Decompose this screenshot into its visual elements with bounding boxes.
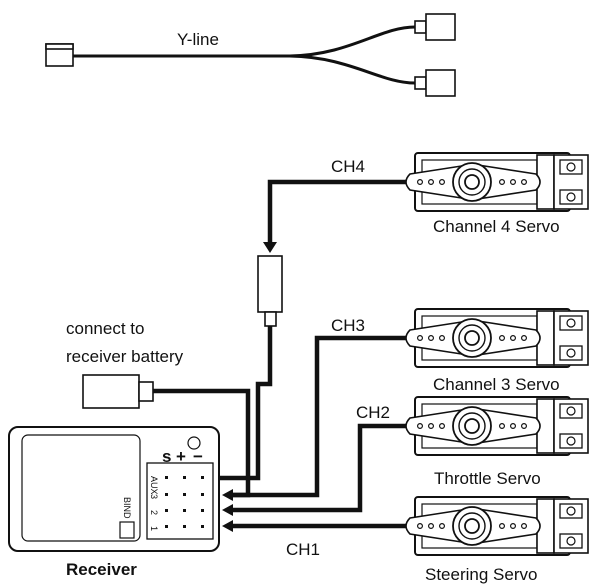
y-line-cable <box>45 13 456 97</box>
ch4-wire <box>267 179 413 245</box>
receiver-bind-label: BIND <box>122 497 132 519</box>
receiver-port-1: 1 <box>149 526 159 531</box>
ch4-arrow <box>263 242 277 253</box>
y-line-plug-left-lip <box>45 43 74 50</box>
servo-steering-label: Steering Servo <box>425 565 537 584</box>
receiver-title: Receiver <box>66 560 137 579</box>
ch2-label: CH2 <box>356 403 390 422</box>
ch3-arrow <box>222 489 233 501</box>
y-plug-inline <box>257 255 283 327</box>
y-line-plug-bottom <box>425 69 456 97</box>
ch3-wire <box>232 335 413 498</box>
receiver-pins <box>165 476 204 528</box>
servo-ch4-label: Channel 4 Servo <box>433 217 560 236</box>
ch4-label: CH4 <box>331 157 365 176</box>
bind-button[interactable] <box>119 521 135 539</box>
battery-label-line1: connect to <box>66 319 144 338</box>
receiver-label-panel <box>21 434 141 542</box>
servo-ch3 <box>405 308 589 368</box>
servo-steering <box>405 496 589 556</box>
y-line-plug-top <box>425 13 456 41</box>
y-line-wire-upper <box>73 25 416 58</box>
ch1-arrow <box>222 520 233 532</box>
battery-label-line2: receiver battery <box>66 347 184 366</box>
receiver-port-aux: AUX <box>149 476 159 495</box>
y-line-plug-bottom-neck <box>414 76 427 90</box>
servo-throttle <box>405 396 589 456</box>
servo-ch3-label: Channel 3 Servo <box>433 375 560 394</box>
receiver-led <box>187 436 201 450</box>
y-line-label: Y-line <box>177 30 219 49</box>
ch2-wire <box>232 423 413 513</box>
battery-plug-neck <box>138 381 154 402</box>
ch3-label: CH3 <box>331 316 365 335</box>
y-plug-body <box>257 255 283 313</box>
y-line-wire-lower <box>289 54 416 85</box>
aux-lead-wire <box>219 325 273 481</box>
y-plug-neck <box>264 311 277 327</box>
ch1-label: CH1 <box>286 540 320 559</box>
receiver-header-s: s <box>162 447 171 466</box>
battery-plug-body <box>82 374 140 409</box>
y-line-plug-top-neck <box>414 20 427 34</box>
battery-plug <box>82 374 154 409</box>
receiver-port-3: 3 <box>149 494 159 499</box>
receiver <box>8 426 220 552</box>
ch2-arrow <box>222 504 233 516</box>
servo-throttle-label: Throttle Servo <box>434 469 541 488</box>
wires <box>153 179 413 532</box>
receiver-port-2: 2 <box>149 510 159 515</box>
receiver-header-plus: + <box>176 447 186 466</box>
servo-ch4 <box>405 152 589 212</box>
receiver-header-minus: − <box>193 447 203 466</box>
